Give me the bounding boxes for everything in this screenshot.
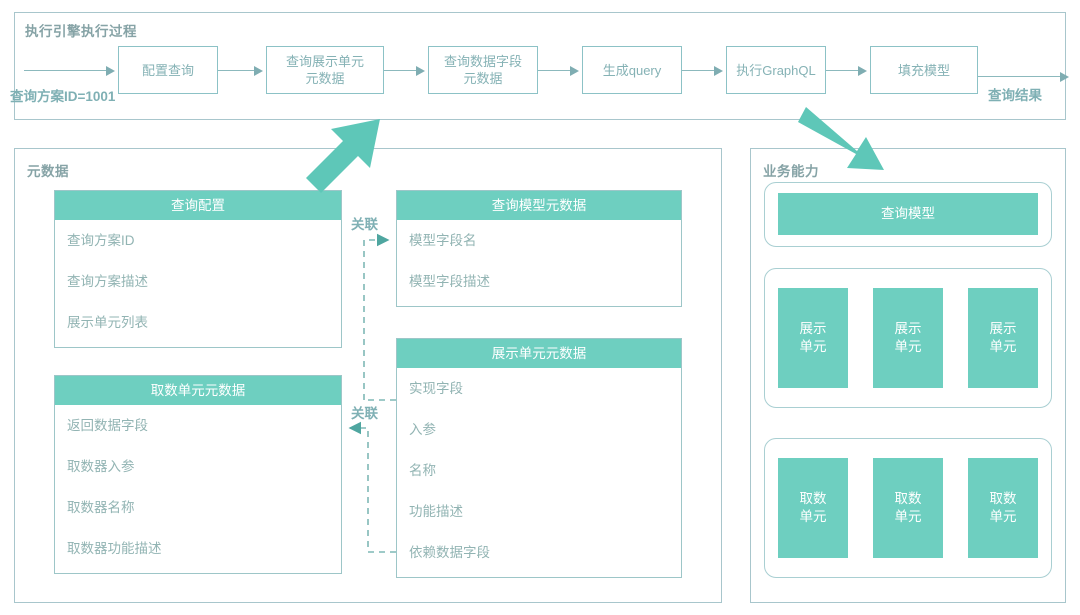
flow-connector-1: [218, 70, 256, 72]
table-row: 取数器功能描述: [67, 541, 162, 556]
flow-connector-3: [538, 70, 572, 72]
flow-step-label-line2: 元数据: [463, 71, 503, 86]
capability-chip-取数单元-1[interactable]: 取数 单元: [778, 458, 848, 558]
capability-chip-label-line1: 取数: [799, 491, 827, 506]
flow-step-label: 配置查询: [141, 62, 194, 78]
table-row: 功能描述: [409, 504, 463, 519]
flow-step-填充模型[interactable]: 填充模型: [870, 46, 978, 94]
flow-input-label: 查询方案ID=1001: [10, 89, 116, 104]
capability-chip-label-line2: 单元: [894, 339, 922, 354]
flow-step-label: 生成query: [602, 62, 662, 78]
table-row: 取数器名称: [67, 500, 135, 515]
capability-chip-label-line1: 展示: [799, 321, 827, 336]
flow-input-line: [24, 70, 108, 72]
table-row: 查询方案ID: [67, 233, 135, 248]
flow-step-配置查询[interactable]: 配置查询: [118, 46, 218, 94]
table-row: 查询方案描述: [67, 274, 148, 289]
flow-output-label: 查询结果: [988, 88, 1042, 103]
flow-step-执行GraphQL[interactable]: 执行GraphQL: [726, 46, 826, 94]
capability-chip-展示单元-1[interactable]: 展示 单元: [778, 288, 848, 388]
flow-input-arrowhead: [106, 65, 115, 76]
table-header: 查询模型元数据: [397, 191, 681, 220]
table-display-unit-metadata: 展示单元元数据 实现字段 入参 名称 功能描述 依赖数据字段: [396, 338, 682, 578]
flow-step-查询数据字段元数据[interactable]: 查询数据字段 元数据: [428, 46, 538, 94]
relation-label-bottom: 关联: [351, 406, 378, 421]
table-row: 入参: [409, 422, 436, 437]
table-body: 查询方案ID 查询方案描述 展示单元列表: [55, 220, 341, 343]
flow-connector-3-arrowhead: [570, 65, 579, 76]
table-query-config: 查询配置 查询方案ID 查询方案描述 展示单元列表: [54, 190, 342, 348]
table-header: 查询配置: [55, 191, 341, 220]
capability-chip-label-line2: 单元: [799, 339, 827, 354]
table-row: 模型字段名: [409, 233, 477, 248]
capability-chip-label-line1: 取数: [894, 491, 922, 506]
table-fetch-unit-metadata: 取数单元元数据 返回数据字段 取数器入参 取数器名称 取数器功能描述: [54, 375, 342, 574]
table-row: 实现字段: [409, 381, 463, 396]
table-row: 返回数据字段: [67, 418, 148, 433]
flow-step-label-line1: 查询数据字段: [443, 54, 522, 69]
capability-chip-展示单元-3[interactable]: 展示 单元: [968, 288, 1038, 388]
flow-output-arrowhead: [1060, 71, 1069, 82]
table-row: 模型字段描述: [409, 274, 490, 289]
flow-connector-1-arrowhead: [254, 65, 263, 76]
relation-label-top: 关联: [351, 217, 378, 232]
flow-connector-4: [682, 70, 716, 72]
flow-step-生成query[interactable]: 生成query: [582, 46, 682, 94]
capability-chip-label-line2: 单元: [799, 509, 827, 524]
flow-connector-2: [384, 70, 418, 72]
capability-chip-label-line2: 单元: [894, 509, 922, 524]
capability-panel-title: 业务能力: [760, 160, 822, 180]
capability-chip-label-line1: 取数: [989, 491, 1017, 506]
table-row: 展示单元列表: [67, 315, 148, 330]
flow-step-label-line1: 查询展示单元: [285, 54, 364, 69]
flow-step-label-line2: 元数据: [305, 71, 345, 86]
capability-chip-取数单元-3[interactable]: 取数 单元: [968, 458, 1038, 558]
execution-flow-panel-title: 执行引擎执行过程: [22, 20, 140, 40]
capability-chip-label: 查询模型: [881, 206, 935, 221]
table-body: 实现字段 入参 名称 功能描述 依赖数据字段: [397, 368, 681, 573]
capability-chip-label-line2: 单元: [989, 509, 1017, 524]
table-row: 取数器入参: [67, 459, 135, 474]
flow-step-label: 填充模型: [897, 62, 950, 78]
capability-chip-label-line2: 单元: [989, 339, 1017, 354]
capability-chip-查询模型[interactable]: 查询模型: [778, 193, 1038, 235]
table-row: 名称: [409, 463, 436, 478]
capability-chip-展示单元-2[interactable]: 展示 单元: [873, 288, 943, 388]
table-body: 模型字段名 模型字段描述: [397, 220, 681, 302]
table-row: 依赖数据字段: [409, 545, 490, 560]
flow-connector-4-arrowhead: [714, 65, 723, 76]
metadata-panel-title: 元数据: [24, 160, 72, 180]
flow-connector-5-arrowhead: [858, 65, 867, 76]
flow-connector-2-arrowhead: [416, 65, 425, 76]
flow-step-label: 执行GraphQL: [736, 62, 816, 78]
flow-output-line: [978, 76, 1063, 78]
table-query-model-metadata: 查询模型元数据 模型字段名 模型字段描述: [396, 190, 682, 307]
table-header: 展示单元元数据: [397, 339, 681, 368]
capability-chip-取数单元-2[interactable]: 取数 单元: [873, 458, 943, 558]
table-header: 取数单元元数据: [55, 376, 341, 405]
table-body: 返回数据字段 取数器入参 取数器名称 取数器功能描述: [55, 405, 341, 569]
capability-chip-label-line1: 展示: [989, 321, 1017, 336]
flow-step-查询展示单元元数据[interactable]: 查询展示单元 元数据: [266, 46, 384, 94]
flow-connector-5: [826, 70, 860, 72]
capability-chip-label-line1: 展示: [894, 321, 922, 336]
